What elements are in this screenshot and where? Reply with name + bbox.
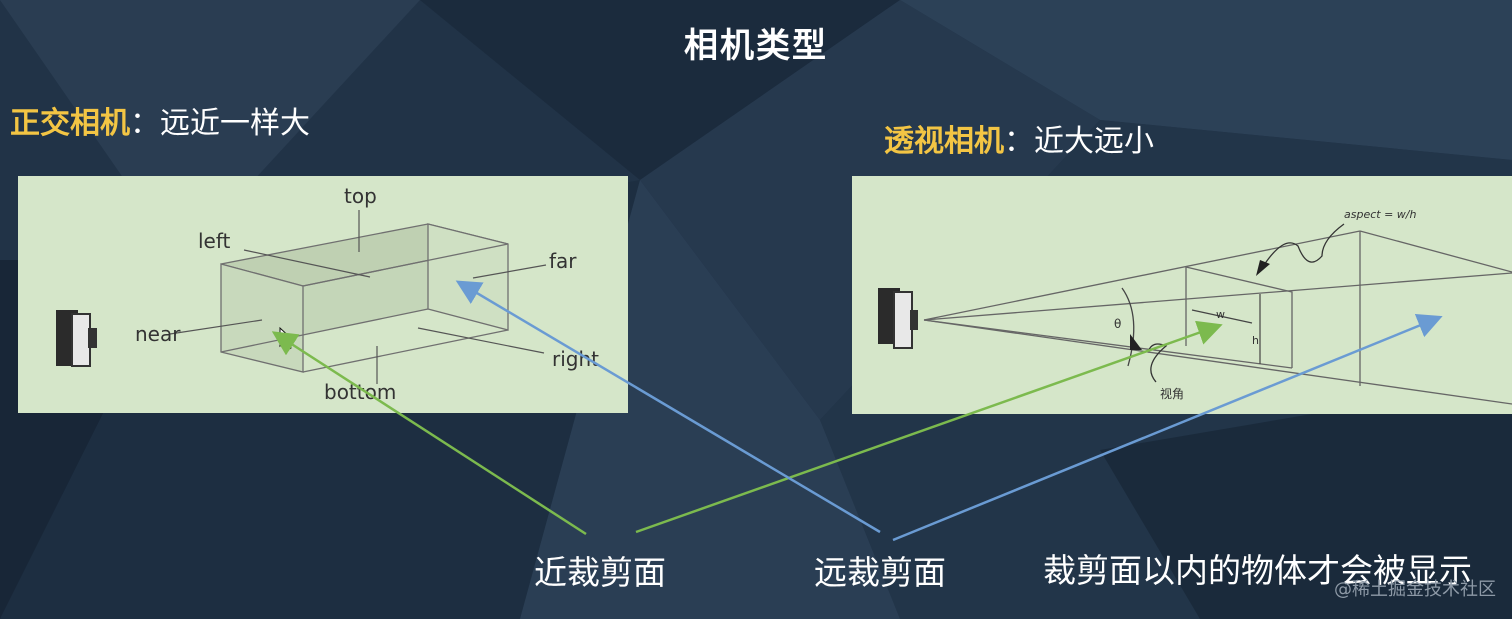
perspective-description: 近大远小 <box>1034 124 1154 159</box>
perspective-camera-name: 透视相机 <box>884 124 1004 159</box>
visibility-note: 裁剪面以内的物体才会被显示 <box>1043 551 1472 590</box>
label-w: w <box>1216 308 1225 321</box>
far-plane-caption: 远裁剪面 <box>814 553 946 592</box>
label-right: right <box>552 347 599 371</box>
orthographic-camera-name: 正交相机 <box>10 106 130 141</box>
camera-icon <box>878 288 918 349</box>
label-left: left <box>198 229 231 253</box>
label-bottom: bottom <box>324 380 396 404</box>
label-view-angle: 视角 <box>1160 386 1184 401</box>
perspective-diagram: w h θ 视角 aspect = w/h <box>852 176 1512 414</box>
orthographic-box <box>220 223 509 373</box>
label-theta: θ <box>1114 317 1121 331</box>
watermark: @稀土掘金技术社区 <box>1334 579 1496 600</box>
label-h: h <box>1252 334 1259 347</box>
orthographic-diagram: top left far near right bottom <box>18 176 628 413</box>
orthographic-description: 远近一样大 <box>160 106 310 141</box>
page-title: 相机类型 <box>684 26 828 66</box>
orthographic-heading: 正交相机：远近一样大 <box>10 98 310 142</box>
near-plane-caption: 近裁剪面 <box>534 553 666 592</box>
perspective-heading: 透视相机：近大远小 <box>884 116 1154 160</box>
label-aspect: aspect = w/h <box>1344 208 1416 221</box>
label-top: top <box>344 184 377 208</box>
label-near: near <box>135 322 181 346</box>
camera-icon <box>56 310 97 367</box>
orthographic-separator: ： <box>130 106 160 141</box>
label-far: far <box>549 249 577 273</box>
perspective-separator: ： <box>1004 124 1034 159</box>
